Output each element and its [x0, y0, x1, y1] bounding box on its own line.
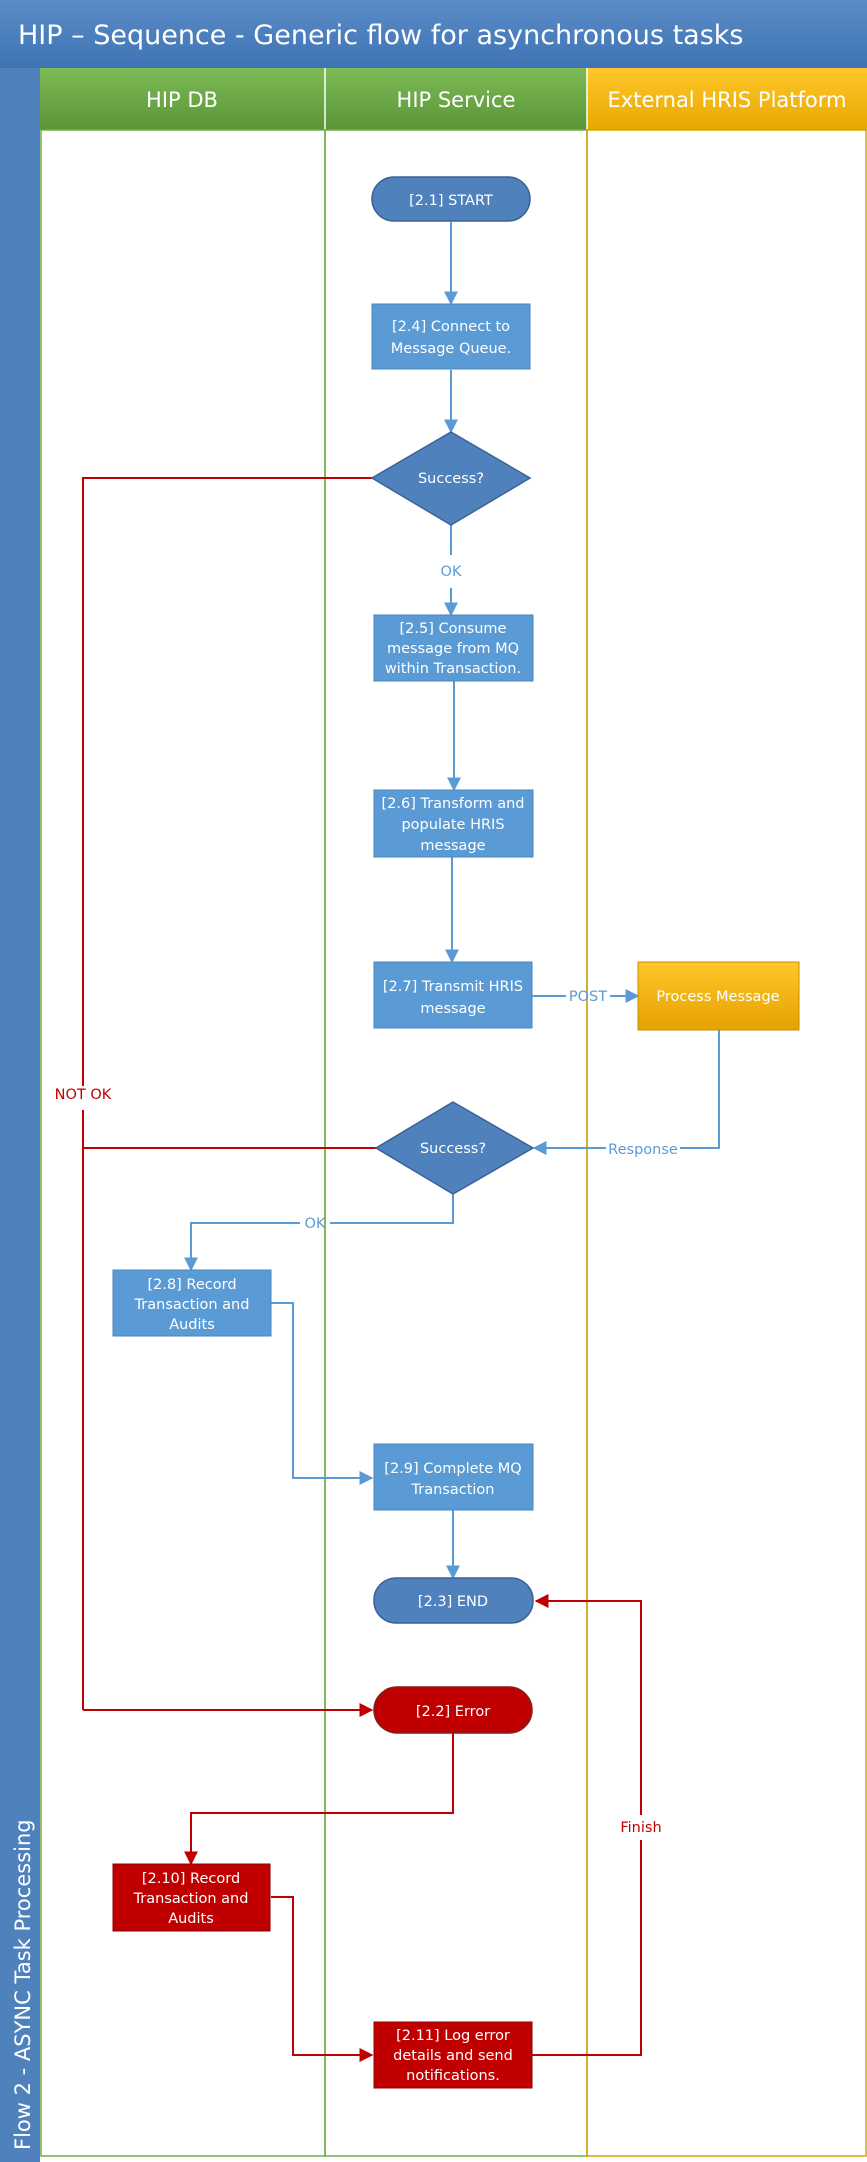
connect-label-line2: Message Queue. [391, 341, 511, 357]
complete-label-line1: [2.9] Complete MQ [384, 1461, 521, 1477]
transmit-label-line1: [2.7] Transmit HRIS [383, 979, 523, 995]
consume-label-line1: [2.5] Consume [400, 621, 507, 637]
connect-label-line1: [2.4] Connect to [392, 319, 510, 335]
record-err-label-line2: Transaction and [133, 1891, 249, 1907]
success-2-label: Success? [420, 1141, 486, 1157]
consume-label-line2: message from MQ [387, 641, 519, 657]
record-ok-label-line1: [2.8] Record [147, 1277, 236, 1293]
edge-response-a [680, 1030, 720, 1149]
start-label: [2.1] START [409, 193, 493, 209]
log-label-line3: notifications. [406, 2068, 500, 2084]
error-terminator [373, 1686, 533, 1734]
consume-process [373, 614, 534, 682]
log-label-line1: [2.11] Log error [396, 2028, 510, 2044]
lane-header-hip-db [40, 68, 325, 130]
label-not-ok: NOT OK [55, 1087, 112, 1103]
log-error-process [373, 2021, 533, 2089]
pool-band [0, 68, 40, 2162]
pool-label: Flow 2 - ASYNC Task Processing [11, 1819, 35, 2150]
lane-header-external-hris [587, 68, 867, 130]
transform-label-line2: populate HRIS [401, 817, 504, 833]
process-message [637, 961, 800, 1031]
transmit-label-line2: message [420, 1001, 485, 1017]
edge-record-log [271, 1896, 374, 2062]
diagram-title: HIP – Sequence - Generic flow for asynch… [18, 20, 743, 51]
connect-process [371, 303, 531, 370]
consume-label-line3: within Transaction. [385, 661, 521, 677]
record-ok-label-line2: Transaction and [134, 1297, 250, 1313]
lane-header-hip-service [325, 68, 587, 130]
edge-record-complete [271, 1302, 374, 1485]
lane-label-external-hris: External HRIS Platform [608, 88, 847, 112]
label-ok-1: OK [441, 564, 462, 580]
lane-label-hip-db: HIP DB [146, 88, 218, 112]
error-label: [2.2] Error [416, 1704, 490, 1720]
record-err-label-line3: Audits [168, 1911, 214, 1927]
record-transaction-process [112, 1269, 272, 1337]
edge-success2-ok-a [330, 1194, 454, 1224]
start-terminator [371, 176, 531, 222]
edge-notok-success1 [82, 477, 372, 1086]
title-bar [0, 0, 867, 68]
edge-success2-ok-b [184, 1222, 300, 1272]
label-finish: Finish [620, 1820, 661, 1836]
edge-finish-a [532, 1840, 642, 2056]
end-terminator [373, 1577, 534, 1624]
edge-finish-b [534, 1594, 642, 1815]
success-decision-1 [370, 431, 532, 526]
record-error-process [112, 1863, 271, 1932]
transmit-process [373, 961, 533, 1029]
record-ok-label-line3: Audits [169, 1317, 215, 1333]
process-message-label: Process Message [656, 989, 779, 1005]
record-err-label-line1: [2.10] Record [142, 1871, 240, 1887]
success-1-label: Success? [418, 471, 484, 487]
lane-label-hip-service: HIP Service [397, 88, 516, 112]
success-decision-2 [374, 1101, 535, 1195]
transform-label-line3: message [420, 838, 485, 854]
label-ok-2: OK [305, 1216, 326, 1232]
lane-external-hris [586, 129, 867, 2157]
edge-error-record [184, 1733, 454, 1866]
label-post: POST [569, 989, 607, 1005]
label-response: Response [608, 1142, 678, 1158]
complete-process [373, 1443, 534, 1511]
log-label-line2: details and send [393, 2048, 513, 2064]
end-label: [2.3] END [418, 1594, 488, 1610]
complete-label-line2: Transaction [411, 1482, 495, 1498]
transform-process [373, 789, 534, 858]
transform-label-line1: [2.6] Transform and [382, 796, 525, 812]
